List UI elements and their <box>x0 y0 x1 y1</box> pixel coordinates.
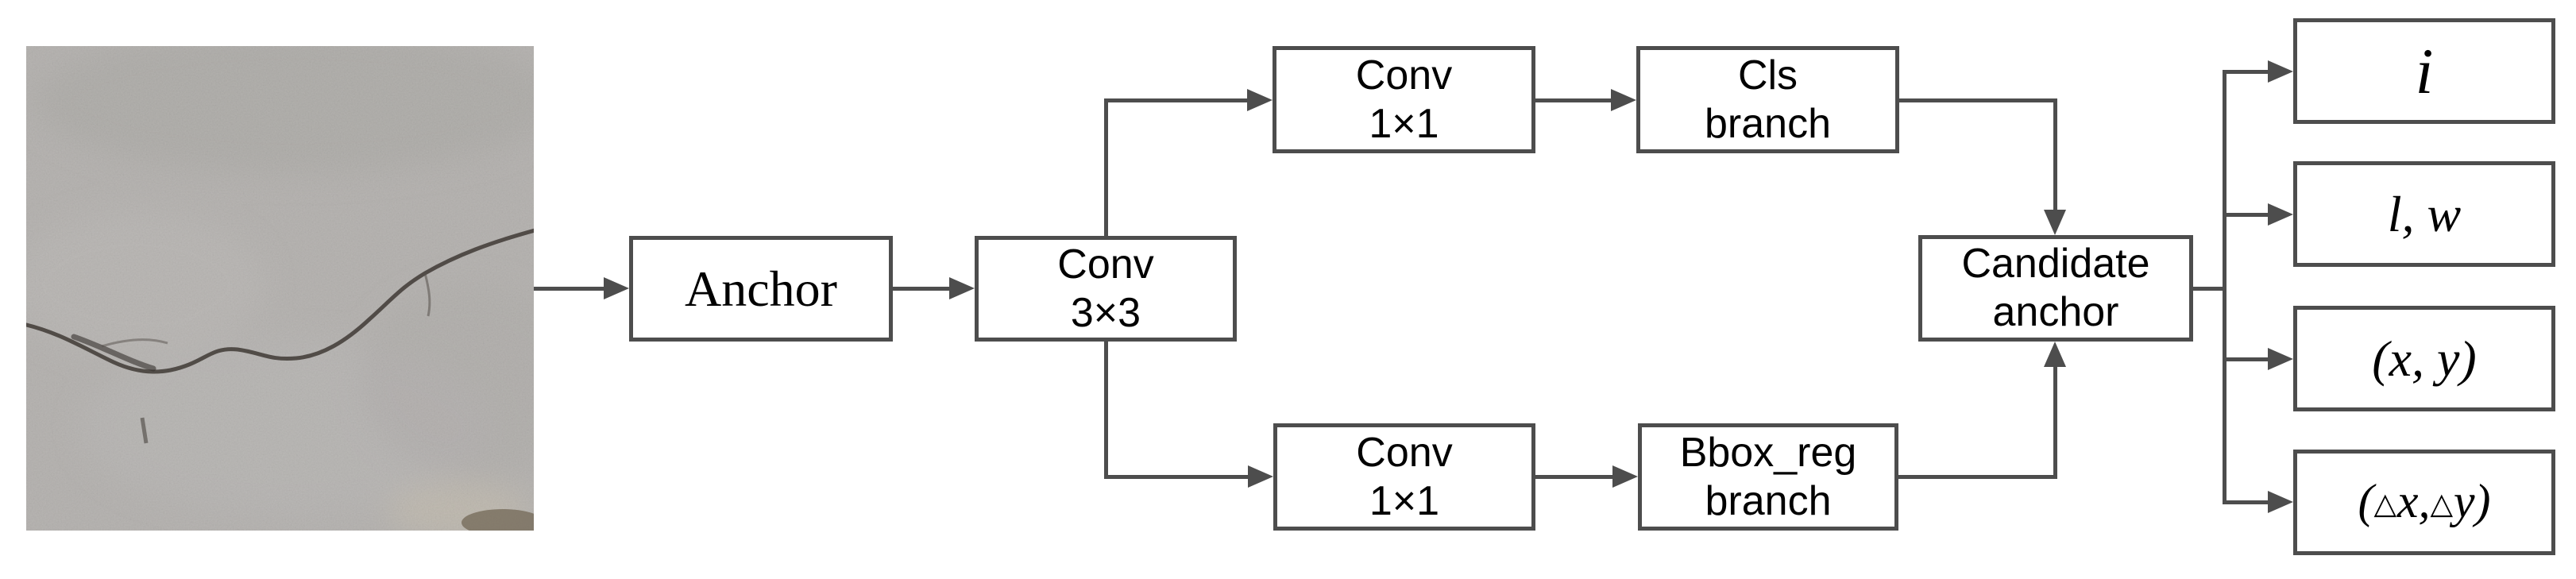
connector-bbox-up <box>2053 367 2057 479</box>
node-cls-branch-line2: branch <box>1705 100 1831 147</box>
connector-anchor-conv3 <box>893 287 949 291</box>
connector-conv1-cls <box>1535 98 1611 102</box>
node-conv-1x1-bottom: Conv 1×1 <box>1273 423 1535 531</box>
delta-icon: △ <box>2373 485 2397 521</box>
connector-bbox-right <box>1898 475 2057 479</box>
arrowhead-into-candidate-top <box>2044 210 2066 235</box>
arrowhead-into-output-i <box>2268 60 2293 83</box>
arrowhead-into-conv1-top <box>1247 89 1273 111</box>
arrowhead-into-conv1-bottom <box>1248 465 1273 488</box>
node-conv-3x3-line1: Conv <box>1057 241 1154 288</box>
node-candidate-anchor: Candidate anchor <box>1918 235 2193 342</box>
dxdy-open-paren: ( <box>2358 475 2374 528</box>
arm-output-xy <box>2223 357 2268 361</box>
output-xy-label: (x, y) <box>2372 330 2477 387</box>
node-cls-branch-line1: Cls <box>1737 52 1798 98</box>
node-conv-1x1-bottom-line1: Conv <box>1356 429 1453 476</box>
output-dxdy-label: (△x,△y) <box>2358 477 2491 527</box>
node-candidate-anchor-line1: Candidate <box>1961 241 2150 287</box>
output-box-lw: l, w <box>2293 161 2555 267</box>
distribution-spine <box>2223 70 2226 504</box>
node-bbox-reg-branch-line1: Bbox_reg <box>1679 429 1857 476</box>
node-conv-3x3: Conv 3×3 <box>975 236 1237 342</box>
output-box-xy: (x, y) <box>2293 306 2555 411</box>
connector-photo-anchor <box>534 287 604 291</box>
arrowhead-into-anchor <box>604 277 629 299</box>
node-anchor-label: Anchor <box>685 260 837 317</box>
output-lw-label: l, w <box>2387 185 2462 242</box>
arrowhead-into-output-xy <box>2268 348 2293 370</box>
dxdy-x-comma: x, <box>2396 475 2431 528</box>
output-box-i: i <box>2293 18 2555 124</box>
dxdy-y-close: y) <box>2453 475 2491 528</box>
node-cls-branch: Cls branch <box>1636 46 1899 153</box>
node-anchor: Anchor <box>629 236 893 342</box>
delta-icon: △ <box>2430 485 2454 521</box>
arm-output-dxdy <box>2223 500 2268 504</box>
node-conv-3x3-line2: 3×3 <box>1070 289 1141 336</box>
arm-output-lw <box>2223 213 2268 217</box>
connector-conv1-bbox <box>1535 475 1612 479</box>
arm-output-i <box>2223 70 2268 74</box>
node-conv-1x1-top-line2: 1×1 <box>1369 100 1439 147</box>
node-candidate-anchor-line2: anchor <box>1992 289 2119 335</box>
input-image <box>26 46 534 531</box>
arrowhead-into-output-lw <box>2268 203 2293 226</box>
connector-conv3-bottom-arm <box>1104 475 1248 479</box>
node-bbox-reg-branch: Bbox_reg branch <box>1638 423 1898 531</box>
crack-photo-art <box>26 46 534 531</box>
connector-cls-down <box>2053 98 2057 210</box>
connector-conv3-up <box>1104 98 1108 236</box>
arrowhead-into-conv3 <box>949 277 975 299</box>
node-conv-1x1-top: Conv 1×1 <box>1273 46 1535 153</box>
node-conv-1x1-top-line1: Conv <box>1355 52 1453 98</box>
arrowhead-into-output-dxdy <box>2268 491 2293 513</box>
output-i-label: i <box>2415 34 2434 107</box>
arrowhead-into-bbox <box>1612 465 1638 488</box>
connector-conv3-top-arm <box>1104 98 1247 102</box>
node-bbox-reg-branch-line2: branch <box>1705 477 1832 524</box>
node-conv-1x1-bottom-line2: 1×1 <box>1369 477 1440 524</box>
connector-cls-right <box>1899 98 2057 102</box>
output-box-dxdy: (△x,△y) <box>2293 450 2555 555</box>
connector-candidate-spine <box>2193 287 2226 291</box>
arrowhead-into-cls <box>1611 89 1636 111</box>
connector-conv3-down <box>1104 342 1108 479</box>
arrowhead-into-candidate-bottom <box>2044 342 2066 367</box>
